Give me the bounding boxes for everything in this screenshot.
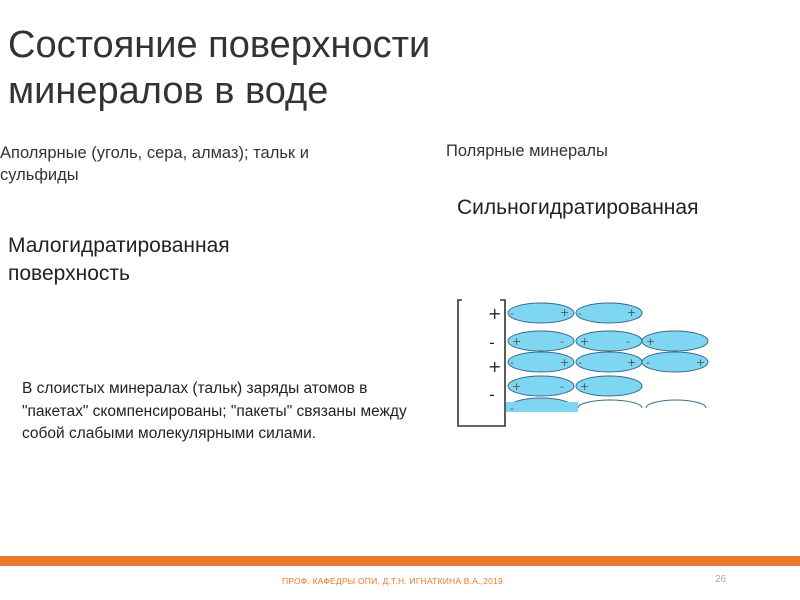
surface-charge: + xyxy=(488,357,501,376)
pole-mark: - xyxy=(560,380,564,393)
footer-author: ПРОФ. КАФЕДРЫ ОПИ, Д.Т.Н. ИГНАТКИНА В.А.… xyxy=(282,576,503,586)
apolar-heading: Аполярные (уголь, сера, алмаз); тальк и … xyxy=(0,144,309,184)
water-dipole-row-4 xyxy=(507,375,643,397)
mineral-surface-bracket xyxy=(457,299,506,427)
pole-mark: - xyxy=(626,335,630,348)
pole-mark: + xyxy=(560,306,569,319)
water-dipole-row-3 xyxy=(507,351,709,373)
pole-mark: - xyxy=(510,307,514,320)
polar-heading: Полярные минералы xyxy=(446,142,608,160)
pole-mark: + xyxy=(512,335,521,348)
pole-mark: + xyxy=(646,335,655,348)
water-dipole xyxy=(507,375,575,397)
water-dipole-fill xyxy=(506,402,578,412)
water-dipole-row-1 xyxy=(507,302,643,324)
slide-title: Состояние поверхности минералов в воде xyxy=(8,24,431,112)
water-dipole-row-2 xyxy=(507,330,709,352)
water-dipole xyxy=(641,330,709,352)
pole-mark: + xyxy=(580,335,589,348)
pole-mark: + xyxy=(627,356,636,369)
pole-mark: + xyxy=(580,380,589,393)
water-dipole xyxy=(577,399,643,409)
pole-mark: - xyxy=(510,402,514,415)
pole-mark: - xyxy=(510,356,514,369)
water-dipole xyxy=(575,302,643,324)
water-dipole xyxy=(575,375,643,397)
weakly-hydrated-label: Малогидратированная поверхность xyxy=(8,234,230,285)
water-dipole-row-5 xyxy=(506,397,707,412)
water-dipole xyxy=(507,330,575,352)
dipole-pole-marks: - + - + + - + - + - + - + - + + - + - xyxy=(510,306,705,415)
surface-charge: + xyxy=(488,304,501,323)
hydration-layer-diagram: + - + - - + - + + - + - + - + - + - + + … xyxy=(457,299,709,427)
page-number: 26 xyxy=(715,574,727,585)
pole-mark: + xyxy=(696,356,705,369)
pole-mark: + xyxy=(560,356,569,369)
surface-charge: - xyxy=(489,385,495,404)
pole-mark: - xyxy=(578,307,582,320)
pole-mark: + xyxy=(627,306,636,319)
layered-minerals-note: В слоистых минералах (тальк) заряды атом… xyxy=(22,380,407,442)
water-dipole xyxy=(507,351,575,373)
water-dipole xyxy=(645,399,707,409)
water-dipole xyxy=(641,351,709,373)
water-dipole xyxy=(507,302,575,324)
footer-accent-bar xyxy=(0,556,800,566)
surface-charge: - xyxy=(489,333,495,352)
pole-mark: - xyxy=(578,356,582,369)
strongly-hydrated-label: Сильногидратированная xyxy=(457,196,699,219)
pole-mark: + xyxy=(512,380,521,393)
pole-mark: - xyxy=(560,335,564,348)
pole-mark: - xyxy=(646,356,650,369)
